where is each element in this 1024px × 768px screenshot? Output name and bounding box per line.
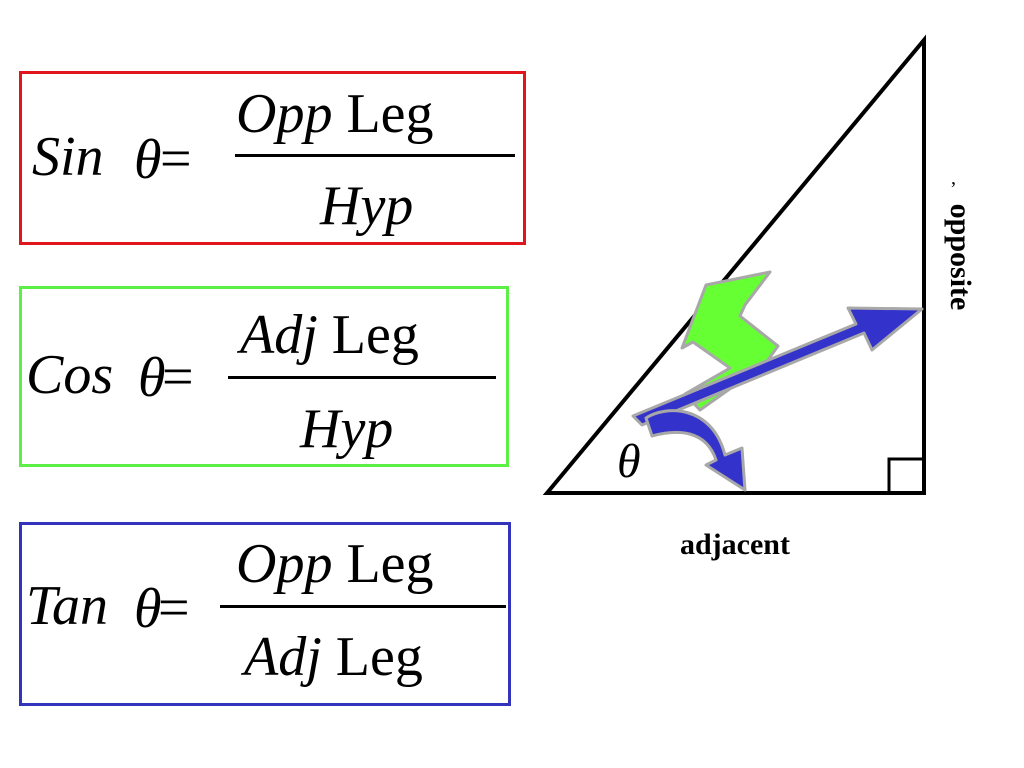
tan-equals-sign: =	[158, 577, 190, 639]
triangle-outline	[542, 34, 926, 495]
cos-numerator: Adj Leg	[240, 307, 419, 363]
tan-numerator-word: Leg	[346, 533, 434, 595]
green-arrow-icon	[680, 270, 780, 412]
tan-numerator-var: Opp	[236, 533, 333, 595]
cos-denominator-var: Hyp	[300, 398, 394, 460]
tan-numerator: Opp Leg	[236, 536, 434, 592]
sin-fraction-bar	[235, 154, 515, 157]
cos-equals-sign: =	[162, 346, 194, 408]
angle-theta-label: θ	[617, 435, 641, 488]
cos-fraction-bar	[228, 376, 496, 379]
tan-denominator: Adj Leg	[244, 629, 423, 685]
cos-numerator-var: Adj	[240, 304, 318, 366]
blue-curved-arrow-icon	[644, 409, 747, 492]
sin-denominator: Hyp	[320, 178, 413, 234]
cos-function-name: Cos	[26, 344, 114, 406]
tangent-formula-box: Tan θ = Opp Leg Adj Leg	[19, 522, 511, 706]
right-angle-marker	[887, 457, 924, 493]
opposite-label: opposite	[944, 203, 977, 311]
sin-numerator-var: Opp	[236, 83, 333, 145]
cosine-formula-box: Cos θ = Adj Leg Hyp	[19, 286, 509, 467]
tan-denominator-var: Adj	[244, 626, 322, 688]
adjacent-label: adjacent	[680, 528, 790, 561]
cos-denominator: Hyp	[300, 401, 393, 457]
sin-numerator: Opp Leg	[236, 86, 434, 142]
sin-numerator-word: Leg	[346, 83, 434, 145]
blue-straight-arrow-icon	[631, 306, 924, 427]
sine-formula-box: Sin θ = Opp Leg Hyp	[19, 71, 526, 245]
tan-theta-symbol: θ	[134, 578, 162, 640]
sin-equals-sign: =	[160, 128, 192, 190]
sin-theta-symbol: θ	[134, 129, 162, 191]
cos-theta-symbol: θ	[138, 347, 166, 409]
tan-fraction-bar	[220, 605, 506, 608]
sin-function-name: Sin	[32, 126, 104, 188]
cos-numerator-word: Leg	[331, 304, 419, 366]
sin-denominator-var: Hyp	[320, 175, 414, 237]
stray-mark: ,	[951, 167, 956, 189]
tan-function-name: Tan	[26, 575, 109, 637]
tan-denominator-word: Leg	[335, 626, 423, 688]
